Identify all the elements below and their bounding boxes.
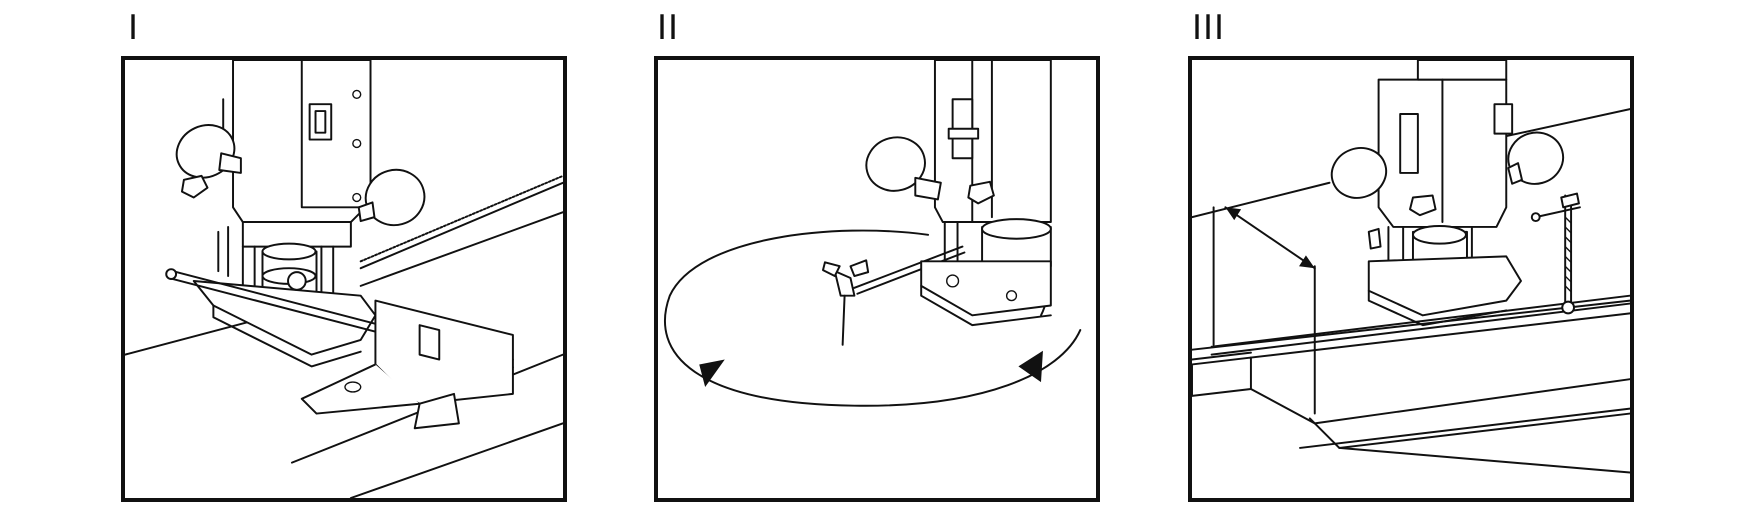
- router-with-guide-illustration: [125, 60, 563, 498]
- panel-label-2: II: [657, 8, 680, 48]
- circle-cutting-illustration: [664, 60, 1082, 407]
- panel-2-circle-cutting: [654, 56, 1100, 502]
- panel-label-3: III: [1192, 8, 1226, 48]
- panel-1-parallel-guide: [121, 56, 567, 502]
- panel-label-1: I: [128, 8, 140, 48]
- arrowhead-left-icon: [699, 359, 725, 388]
- dimension-arrow-start-icon: [1225, 207, 1242, 221]
- groove-cutting-illustration: [1192, 60, 1630, 474]
- panel-3-groove-depth: [1188, 56, 1634, 502]
- dimension-arrow-end-icon: [1299, 255, 1315, 269]
- arrowhead-right-icon: [1018, 350, 1043, 383]
